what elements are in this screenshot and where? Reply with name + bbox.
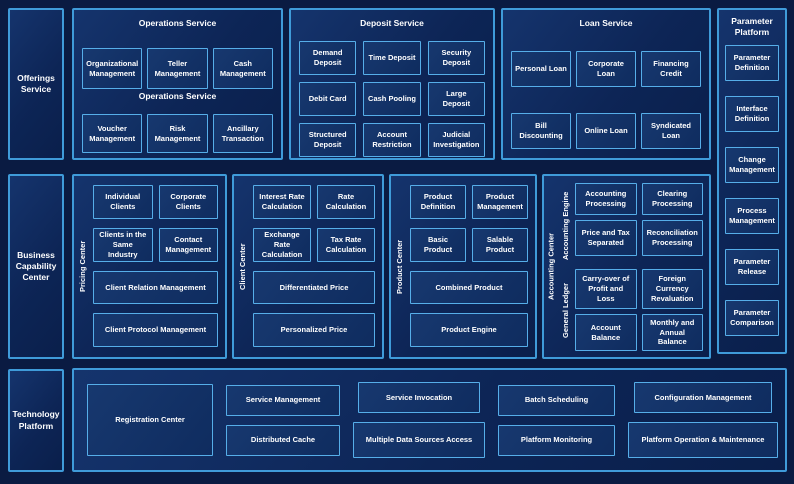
node-interest-rate-calculation: Interest Rate Calculation — [253, 185, 311, 219]
node-reconciliation-processing: Reconciliation Processing — [641, 220, 703, 256]
node-individual-clients: Individual Clients — [93, 185, 153, 219]
node-change-management: Change Management — [725, 147, 779, 184]
node-configuration-management: Configuration Management — [634, 382, 772, 413]
rail-technology-label: Technology Platform — [12, 409, 60, 431]
node-voucher-management: Voucher Management — [82, 114, 143, 154]
node-client-protocol-management: Client Protocol Management — [93, 313, 218, 347]
deposit-title: Deposit Service — [360, 18, 424, 28]
node-clients-same-industry: Clients in the Same Industry — [93, 228, 153, 262]
node-personal-loan: Personal Loan — [511, 51, 571, 88]
node-exchange-rate-calculation: Exchange Rate Calculation — [253, 228, 311, 262]
section-technology-platform: Registration Center Service Management D… — [72, 368, 787, 472]
node-multiple-data-sources-access: Multiple Data Sources Access — [353, 422, 485, 458]
general-ledger-label: General Ledger — [561, 282, 570, 338]
node-debit-card: Debit Card — [299, 82, 357, 117]
node-bill-discounting: Bill Discounting — [511, 113, 571, 150]
rail-business-capability-center: Business Capability Center — [8, 174, 64, 359]
operations-subtitle: Operations Service — [138, 91, 217, 102]
node-registration-center: Registration Center — [87, 384, 213, 456]
section-operations-service: Operations Service Organizational Manage… — [72, 8, 283, 160]
node-contact-management: Contact Management — [158, 228, 218, 262]
node-teller-management: Teller Management — [147, 48, 208, 90]
node-judicial-investigation: Judicial Investigation — [427, 123, 485, 158]
node-monthly-annual-balance: Monthly and Annual Balance — [641, 314, 703, 351]
section-loan-service: Loan Service Personal Loan Corporate Loa… — [501, 8, 711, 160]
rail-offerings-service: Offerings Service — [8, 8, 64, 160]
node-platform-monitoring: Platform Monitoring — [498, 424, 615, 456]
client-center-label: Client Center — [238, 243, 247, 290]
node-parameter-comparison: Parameter Comparison — [725, 300, 779, 337]
node-rate-calculation: Rate Calculation — [317, 185, 375, 219]
product-center-label: Product Center — [395, 239, 404, 294]
node-time-deposit: Time Deposit — [363, 41, 421, 76]
accounting-center-label: Accounting Center — [546, 232, 556, 301]
node-product-engine: Product Engine — [410, 313, 528, 347]
node-personalized-price: Personalized Price — [253, 313, 375, 347]
node-organizational-management: Organizational Management — [82, 48, 143, 90]
node-combined-product: Combined Product — [410, 271, 528, 304]
node-distributed-cache: Distributed Cache — [226, 424, 340, 456]
parameter-platform-title: Parameter Platform — [731, 16, 773, 38]
section-pricing-center: Pricing Center Individual Clients Corpor… — [72, 174, 227, 359]
node-financing-credit: Financing Credit — [641, 51, 701, 88]
node-cash-pooling: Cash Pooling — [363, 82, 421, 117]
node-ancillary-transaction: Ancillary Transaction — [212, 114, 273, 154]
node-carry-over-profit-loss: Carry-over of Profit and Loss — [575, 269, 637, 309]
tech-column-4: Configuration Management Platform Operat… — [628, 382, 778, 458]
node-syndicated-loan: Syndicated Loan — [641, 113, 701, 150]
node-foreign-currency-revaluation: Foreign Currency Revaluation — [641, 269, 703, 309]
node-clearing-processing: Clearing Processing — [641, 183, 703, 215]
rail-business-label: Business Capability Center — [15, 249, 57, 283]
node-service-management: Service Management — [226, 384, 340, 416]
node-account-balance: Account Balance — [575, 314, 637, 351]
node-interface-definition: Interface Definition — [725, 96, 779, 133]
node-process-management: Process Management — [725, 198, 779, 235]
node-product-management: Product Management — [472, 185, 528, 219]
node-security-deposit: Security Deposit — [427, 41, 485, 76]
rail-technology-platform: Technology Platform — [8, 369, 64, 472]
node-online-loan: Online Loan — [576, 113, 636, 150]
loan-title: Loan Service — [579, 18, 633, 28]
accounting-sublabels: Accounting Engine General Ledger — [558, 176, 573, 357]
node-salable-product: Salable Product — [472, 228, 528, 262]
tech-column-1: Service Management Distributed Cache — [226, 384, 340, 456]
pricing-center-label: Pricing Center — [78, 240, 87, 293]
rail-offerings-label: Offerings Service — [17, 72, 55, 94]
node-large-deposit: Large Deposit — [427, 82, 485, 117]
node-account-restriction: Account Restriction — [363, 123, 421, 158]
section-parameter-platform: Parameter Platform Parameter Definition … — [717, 8, 787, 354]
node-structured-deposit: Structured Deposit — [299, 123, 357, 158]
node-accounting-processing: Accounting Processing — [575, 183, 637, 215]
node-corporate-loan: Corporate Loan — [576, 51, 636, 88]
node-platform-operation-maintenance: Platform Operation & Maintenance — [628, 422, 778, 458]
node-service-invocation: Service Invocation — [358, 382, 480, 413]
node-basic-product: Basic Product — [410, 228, 466, 262]
node-parameter-definition: Parameter Definition — [725, 45, 779, 82]
node-risk-management: Risk Management — [147, 114, 208, 154]
node-demand-deposit: Demand Deposit — [299, 41, 357, 76]
node-differentiated-price: Differentiated Price — [253, 271, 375, 304]
node-corporate-clients: Corporate Clients — [158, 185, 218, 219]
tech-column-2: Service Invocation Multiple Data Sources… — [353, 382, 485, 458]
section-deposit-service: Deposit Service Demand Deposit Time Depo… — [289, 8, 495, 160]
section-client-center: Client Center Interest Rate Calculation … — [232, 174, 384, 359]
accounting-engine-label: Accounting Engine — [561, 191, 570, 261]
node-price-and-tax-separated: Price and Tax Separated — [575, 220, 637, 256]
section-product-center: Product Center Product Definition Produc… — [389, 174, 537, 359]
node-client-relation-management: Client Relation Management — [93, 271, 218, 304]
operations-title: Operations Service — [138, 18, 217, 28]
node-parameter-release: Parameter Release — [725, 249, 779, 286]
node-tax-rate-calculation: Tax Rate Calculation — [317, 228, 375, 262]
tech-column-3: Batch Scheduling Platform Monitoring — [498, 384, 615, 456]
node-batch-scheduling: Batch Scheduling — [498, 384, 615, 416]
node-product-definition: Product Definition — [410, 185, 466, 219]
node-cash-management: Cash Management — [212, 48, 273, 90]
section-accounting-center: Accounting Center Accounting Engine Gene… — [542, 174, 711, 359]
